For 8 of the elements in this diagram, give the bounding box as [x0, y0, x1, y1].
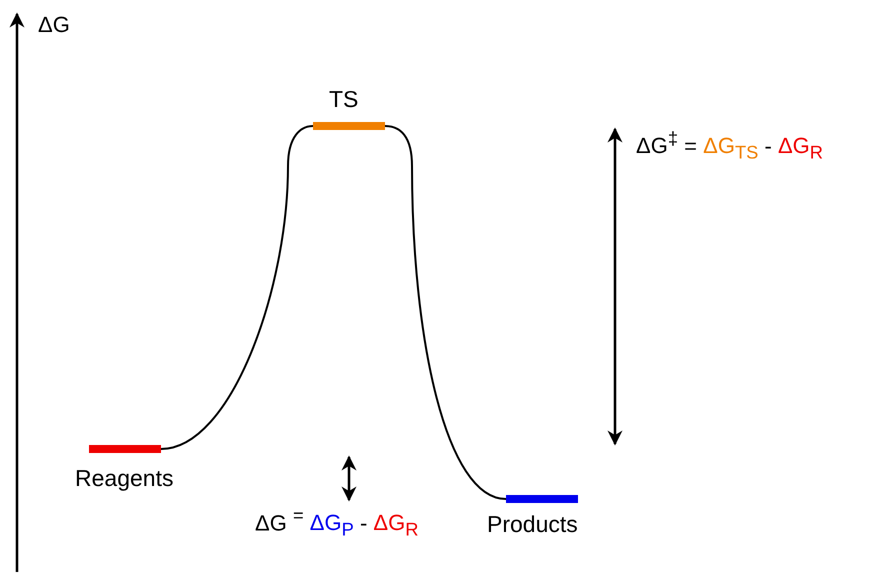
energy-curve: [384, 125, 506, 500]
level-label: Products: [487, 511, 578, 538]
energy-curve: [160, 125, 314, 450]
equation: ΔG $^{=}$ ΔG$_{P}$ - ΔG$_{R}$: [255, 505, 418, 541]
equation: ΔG$^{‡}$ = ΔG$_{TS}$ - ΔG$_{R}$: [636, 128, 823, 164]
level-label: TS: [329, 86, 358, 113]
axis-label: ΔG: [38, 12, 70, 38]
level-label: Reagents: [75, 465, 174, 492]
